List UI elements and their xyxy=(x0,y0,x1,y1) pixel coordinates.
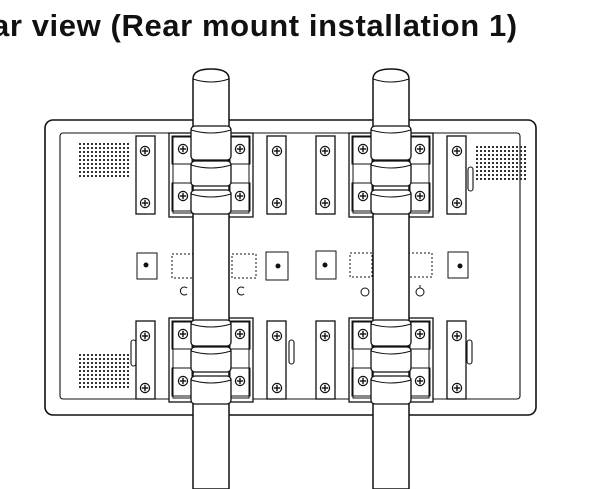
monitor-back-housing xyxy=(44,119,537,416)
side-slot-marks xyxy=(130,166,474,367)
connector-strip xyxy=(136,250,469,297)
mounting-pole-left xyxy=(190,68,232,489)
vent-grille-bottom-left xyxy=(79,354,129,388)
diagram-title: ar view (Rear mount installation 1) xyxy=(0,8,518,43)
vent-grille-top-left xyxy=(79,143,129,177)
vent-grille-top-right xyxy=(476,146,526,180)
mounting-pole-right xyxy=(370,68,412,489)
